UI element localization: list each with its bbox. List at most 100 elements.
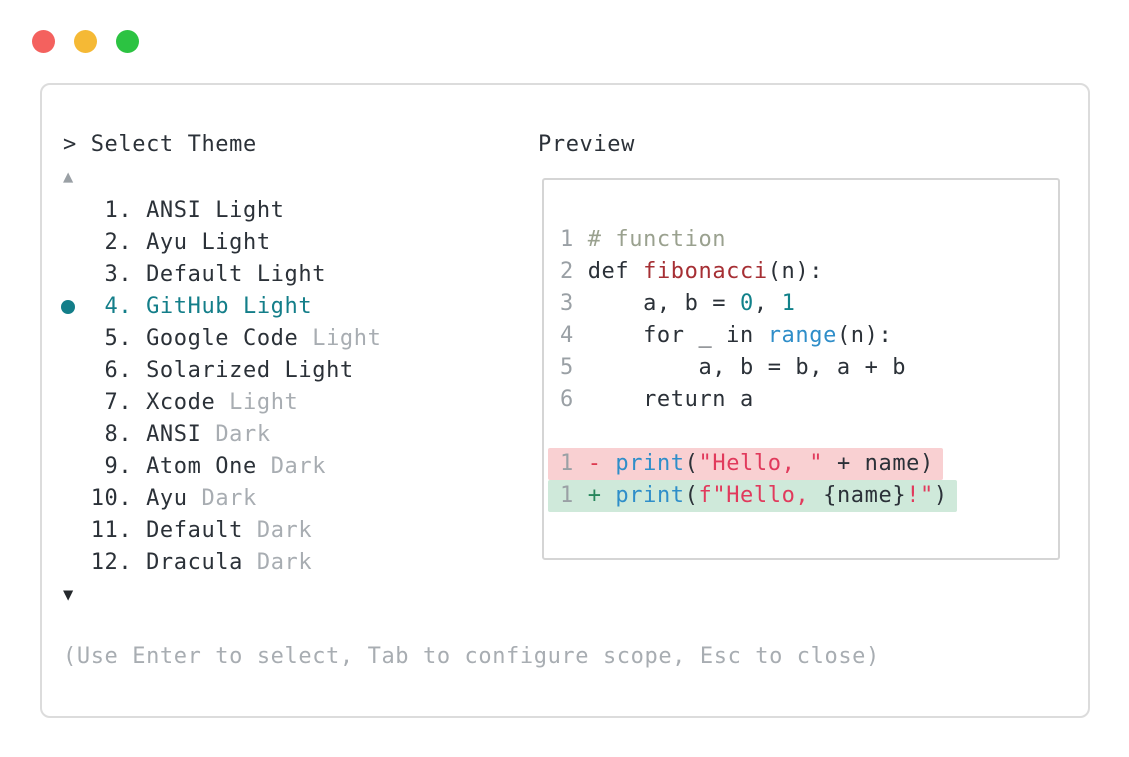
theme-item-label: ANSI Light — [146, 198, 285, 223]
theme-list-item[interactable]: 10. Ayu Dark — [63, 483, 381, 515]
preview-title: Preview — [538, 132, 635, 157]
theme-item-label: GitHub Light — [146, 294, 313, 319]
token-lineno: 1 — [560, 227, 588, 252]
theme-item-number: 1. — [63, 198, 147, 223]
token-text: (n): — [767, 259, 824, 284]
theme-item-number: 4. — [63, 294, 147, 319]
theme-list-item[interactable]: 9. Atom One Dark — [63, 451, 381, 483]
code-line-content: 1 + print(f"Hello, {name}!") — [548, 480, 957, 512]
theme-item-label: Google Code — [146, 326, 313, 351]
maximize-button[interactable] — [116, 30, 139, 53]
code-line-diff-added: 1 + print(f"Hello, {name}!") — [548, 480, 1058, 512]
token-lineno: 5 — [560, 355, 588, 380]
token-builtin: print — [615, 451, 685, 476]
code-line-content: 5 a, b = b, a + b — [560, 352, 906, 384]
token-string: f"Hello, — [698, 483, 824, 508]
theme-item-number: 12. — [63, 550, 147, 575]
token-text: def — [587, 259, 644, 284]
token-plus: + — [587, 483, 616, 508]
code-line: 4 for _ in range(n): — [560, 320, 1058, 352]
code-line: 6 return a — [560, 384, 1058, 416]
selected-bullet-icon — [61, 300, 75, 314]
theme-item-number: 6. — [63, 358, 147, 383]
theme-item-label: Solarized Light — [146, 358, 354, 383]
code-line-content: 6 return a — [560, 384, 754, 416]
theme-item-number: 11. — [63, 518, 147, 543]
theme-list-item[interactable]: 1. ANSI Light — [63, 195, 381, 227]
token-builtin: print — [615, 483, 685, 508]
theme-item-label: Ayu Light — [146, 230, 271, 255]
theme-item-variant: Dark — [270, 454, 327, 479]
token-number: 0 — [740, 291, 754, 316]
select-theme-prompt: > Select Theme — [63, 132, 257, 157]
theme-list-item[interactable]: 3. Default Light — [63, 259, 381, 291]
token-text: a, b = b, a + b — [587, 355, 907, 380]
token-lineno: 6 — [560, 387, 588, 412]
theme-list-item[interactable]: 2. Ayu Light — [63, 227, 381, 259]
token-text: a, b = — [587, 291, 740, 316]
token-text: + name) — [823, 451, 934, 476]
token-text: for _ in — [587, 323, 768, 348]
token-lineno: 2 — [560, 259, 588, 284]
token-minus: - — [587, 451, 616, 476]
theme-item-number: 2. — [63, 230, 147, 255]
theme-item-variant: Dark — [215, 422, 271, 447]
code-line-diff-removed: 1 - print("Hello, " + name) — [548, 448, 1058, 480]
code-line-content: 4 for _ in range(n): — [560, 320, 892, 352]
code-line: 3 a, b = 0, 1 — [560, 288, 1058, 320]
theme-list: 1. ANSI Light 2. Ayu Light 3. Default Li… — [61, 195, 381, 579]
theme-item-variant: Dark — [256, 518, 313, 543]
code-line-content: 2 def fibonacci(n): — [560, 256, 823, 288]
token-comment: # function — [587, 227, 727, 252]
token-text: {name} — [823, 483, 907, 508]
code-line-content: 1 # function — [560, 224, 726, 256]
theme-list-item[interactable]: 7. Xcode Light — [63, 387, 381, 419]
token-lineno: 1 — [560, 483, 588, 508]
token-string: "Hello, " — [698, 451, 824, 476]
minimize-button[interactable] — [74, 30, 97, 53]
scroll-down-icon[interactable]: ▼ — [63, 585, 74, 605]
code-line: 5 a, b = b, a + b — [560, 352, 1058, 384]
token-func: fibonacci — [643, 259, 768, 284]
theme-item-number: 9. — [63, 454, 147, 479]
token-text: (n): — [836, 323, 893, 348]
token-lineno: 1 — [560, 451, 588, 476]
theme-item-label: Default Light — [146, 262, 327, 287]
theme-item-variant: Light — [312, 326, 382, 351]
theme-item-label: Atom One — [146, 454, 271, 479]
code-line — [560, 416, 1058, 448]
theme-list-item[interactable]: 12. Dracula Dark — [63, 547, 381, 579]
token-text: , — [753, 291, 782, 316]
theme-item-number: 8. — [63, 422, 147, 447]
theme-item-variant: Light — [229, 390, 299, 415]
theme-item-number: 5. — [63, 326, 147, 351]
token-number: 1 — [781, 291, 796, 316]
window-controls — [32, 30, 139, 53]
token-string: !" — [906, 483, 934, 508]
code-line: 1 # function — [560, 224, 1058, 256]
theme-list-item[interactable]: 5. Google Code Light — [63, 323, 381, 355]
keyboard-hint: (Use Enter to select, Tab to configure s… — [63, 644, 880, 669]
token-lineno: 4 — [560, 323, 588, 348]
theme-item-label: ANSI — [146, 422, 216, 447]
close-button[interactable] — [32, 30, 55, 53]
theme-item-number: 3. — [63, 262, 147, 287]
theme-item-variant: Dark — [256, 550, 313, 575]
theme-item-label: Default — [146, 518, 257, 543]
scroll-up-icon[interactable]: ▲ — [63, 167, 74, 187]
theme-list-item[interactable]: 4. GitHub Light — [61, 291, 381, 323]
code-line-content: 3 a, b = 0, 1 — [560, 288, 795, 320]
theme-item-label: Ayu — [146, 486, 202, 511]
token-text: ( — [684, 483, 699, 508]
theme-item-variant: Dark — [201, 486, 257, 511]
theme-list-item[interactable]: 8. ANSI Dark — [63, 419, 381, 451]
theme-list-item[interactable]: 6. Solarized Light — [63, 355, 381, 387]
theme-item-number: 10. — [63, 486, 147, 511]
token-lineno: 3 — [560, 291, 588, 316]
token-text: return a — [587, 387, 754, 412]
theme-item-number: 7. — [63, 390, 147, 415]
token-text: ) — [933, 483, 948, 508]
theme-list-item[interactable]: 11. Default Dark — [63, 515, 381, 547]
code-line-content: 1 - print("Hello, " + name) — [548, 448, 943, 480]
